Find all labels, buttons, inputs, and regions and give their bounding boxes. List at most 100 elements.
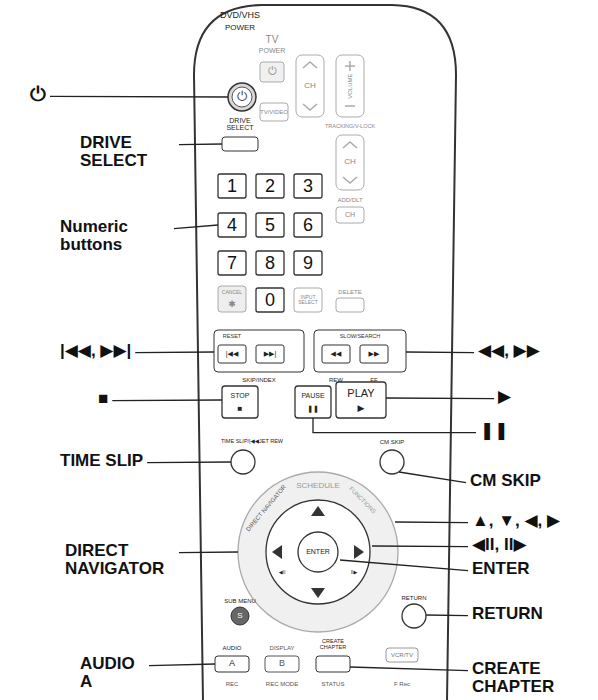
button-label: DVD/VHS <box>220 11 260 20</box>
button-label: PLAY <box>347 388 374 400</box>
leader-line <box>426 614 468 616</box>
leader-line <box>147 461 231 463</box>
button-label: 8 <box>265 254 275 273</box>
numeric-buttons <box>218 174 322 312</box>
button-label: ⏻ <box>268 66 277 78</box>
callout-label: RETURN <box>472 605 543 623</box>
button-label: FUNCTIONS <box>347 485 376 514</box>
button-label: PAUSE <box>301 392 324 399</box>
callout-label: ◀◀, ▶▶ <box>478 342 540 360</box>
cursor-pad <box>266 500 370 604</box>
return-button <box>402 604 426 628</box>
leader-line <box>399 472 466 483</box>
tv-power-button <box>260 62 284 82</box>
input-select-button <box>294 288 322 312</box>
tv-video-button <box>260 103 288 121</box>
button-label: SLOW/SEARCH <box>340 334 381 340</box>
display-button <box>265 656 299 672</box>
button-label: VOLUME <box>347 73 353 98</box>
create-chapter-button <box>316 656 350 672</box>
button-label: ◀◀ <box>331 350 342 357</box>
button-label: ◀II <box>279 570 286 575</box>
navigator-ring <box>238 472 398 632</box>
button-label: 6 <box>303 216 313 235</box>
leader-line <box>406 351 474 353</box>
button-label: ⏻ <box>237 90 247 104</box>
button-label: |◀◀ <box>226 350 239 357</box>
cancel-button <box>218 286 246 312</box>
button-label: REC MODE <box>266 681 298 687</box>
chevron-symbol <box>343 142 357 183</box>
button-label: ❚❚ <box>307 405 319 412</box>
button-label: STOP <box>231 392 250 399</box>
button-label: TV <box>266 35 279 46</box>
button-label: A <box>229 659 235 668</box>
button-label: CM SKIP <box>380 439 405 445</box>
leader-line <box>340 560 468 571</box>
volume-rocker <box>336 55 364 117</box>
button-label: RETURN <box>402 595 427 601</box>
leader-line <box>313 418 476 433</box>
callout-label: ❚❚ <box>480 422 509 440</box>
leader-line <box>372 545 468 547</box>
button-label: S <box>237 612 242 620</box>
button-label: 7 <box>227 254 237 273</box>
delete-button <box>336 298 364 312</box>
button-label: STATUS <box>322 681 345 687</box>
search-frame <box>314 330 406 372</box>
search-button <box>322 345 350 363</box>
time-slip-button <box>231 450 255 474</box>
callout-label: AUDIO A <box>80 655 145 691</box>
play-button <box>336 382 386 418</box>
button-label: CREATE CHAPTER <box>313 639 353 651</box>
search-button <box>360 345 388 363</box>
button-label: TIME SLIP/|◀◀JET REW <box>221 439 283 445</box>
vcr-tv-button <box>386 648 418 662</box>
button-label: 0 <box>265 291 275 310</box>
button-label: 9 <box>303 254 313 273</box>
numeric-button <box>294 174 322 198</box>
callout-label: TIME SLIP <box>60 452 143 470</box>
button-label: CH <box>345 211 355 218</box>
skip-button <box>218 345 246 363</box>
button-label: 5 <box>265 216 275 235</box>
button-label: REW <box>329 377 343 383</box>
numeric-button <box>294 213 322 237</box>
audio-button <box>215 656 249 672</box>
button-label: SKIP/INDEX <box>242 377 276 383</box>
callout-label: DRIVE SELECT <box>80 134 175 170</box>
numeric-button <box>218 251 246 275</box>
leader-line <box>149 664 215 666</box>
button-label: CH <box>304 82 316 90</box>
button-label: SUB MENU <box>224 598 256 604</box>
button-label: 3 <box>303 177 313 196</box>
numeric-button <box>256 288 284 312</box>
leader-line <box>135 351 214 353</box>
numeric-button <box>218 174 246 198</box>
leader-line <box>179 551 238 553</box>
chevron-symbol <box>303 62 317 110</box>
button-label: ▶ <box>358 404 365 413</box>
button-label: 4 <box>227 216 237 235</box>
callout-label: ⏻ <box>30 84 46 105</box>
tracking-rocker <box>336 135 364 190</box>
button-label: DISPLAY <box>270 645 295 651</box>
numeric-button <box>294 251 322 275</box>
leader-line <box>350 667 468 671</box>
stop-button <box>222 386 258 418</box>
button-label: DELETE <box>338 289 361 295</box>
button-label: B <box>279 659 285 668</box>
pause-button <box>295 386 331 418</box>
ch-rocker <box>296 55 324 117</box>
sub-menu-button <box>231 607 249 625</box>
button-label: POWER <box>225 24 255 32</box>
leader-line <box>174 225 218 229</box>
button-label: ■ <box>238 405 243 413</box>
callout-label: ◀II, II▶ <box>472 536 527 554</box>
arrow-symbol <box>272 506 364 598</box>
cm-skip-button <box>380 450 404 474</box>
button-label: ADD/DLT <box>337 197 362 203</box>
button-label: TV/VIDEO <box>260 109 288 115</box>
numeric-button <box>256 213 284 237</box>
numeric-button <box>256 251 284 275</box>
